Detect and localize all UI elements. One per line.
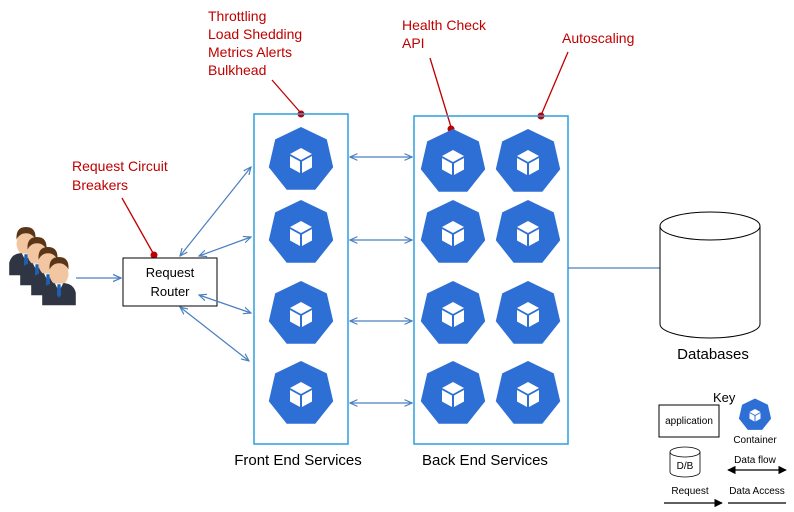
users-group-icon bbox=[9, 227, 76, 306]
annotation-metrics-alerts: Metrics Alerts bbox=[208, 44, 292, 60]
annotation-load-shedding: Load Shedding bbox=[208, 26, 302, 42]
container-cube-icon bbox=[495, 200, 561, 263]
annotation-leader-router bbox=[121, 197, 154, 254]
request-router-label-2: Router bbox=[150, 284, 190, 299]
container-cube-icon bbox=[495, 361, 561, 424]
databases-label: Databases bbox=[677, 346, 749, 363]
router-fe-arrow-2 bbox=[199, 237, 251, 256]
annotation-request-circuit: Request Circuit bbox=[72, 158, 168, 174]
key-data-flow-label: Data flow bbox=[734, 455, 776, 466]
container-cube-icon bbox=[738, 398, 772, 430]
container-cube-icon bbox=[495, 281, 561, 344]
annotation-breakers: Breakers bbox=[72, 177, 128, 193]
front-end-services-box bbox=[253, 113, 349, 445]
container-cube-icon bbox=[268, 361, 334, 424]
annotation-leader-autoscaling bbox=[541, 51, 569, 114]
database-cylinder-icon bbox=[659, 211, 761, 339]
annotation-health-check: Health Check bbox=[402, 17, 487, 33]
back-end-services-label: Back End Services bbox=[422, 452, 548, 469]
annotation-throttling: Throttling bbox=[208, 8, 266, 24]
request-router-label-1: Request bbox=[146, 265, 195, 280]
key-title: Key bbox=[713, 390, 736, 405]
key-db-cylinder-icon bbox=[669, 446, 701, 478]
container-cube-icon bbox=[420, 129, 486, 192]
annotation-dot-router bbox=[150, 251, 158, 259]
container-cube-icon bbox=[420, 200, 486, 263]
annotation-autoscaling: Autoscaling bbox=[562, 30, 634, 46]
container-cube-icon bbox=[268, 127, 334, 190]
key-request-label: Request bbox=[671, 486, 708, 497]
key-application-box bbox=[658, 404, 720, 438]
annotation-leader-front bbox=[271, 79, 301, 113]
key-container-label: Container bbox=[733, 435, 777, 446]
container-cube-icon bbox=[268, 200, 334, 263]
container-cube-icon bbox=[268, 281, 334, 344]
container-cube-icon bbox=[495, 129, 561, 192]
front-end-services-label: Front End Services bbox=[234, 452, 362, 469]
key-data-access-label: Data Access bbox=[729, 486, 785, 497]
key-db-label: D/B bbox=[677, 461, 694, 472]
router-fe-arrow-4 bbox=[180, 307, 249, 361]
router-fe-arrow-1 bbox=[180, 167, 251, 256]
container-cube-icon bbox=[420, 361, 486, 424]
container-cube-icon bbox=[420, 281, 486, 344]
annotation-bulkhead: Bulkhead bbox=[208, 62, 266, 78]
back-end-services-box bbox=[413, 115, 569, 445]
annotation-api: API bbox=[402, 35, 425, 51]
key-application-label: application bbox=[665, 416, 713, 427]
